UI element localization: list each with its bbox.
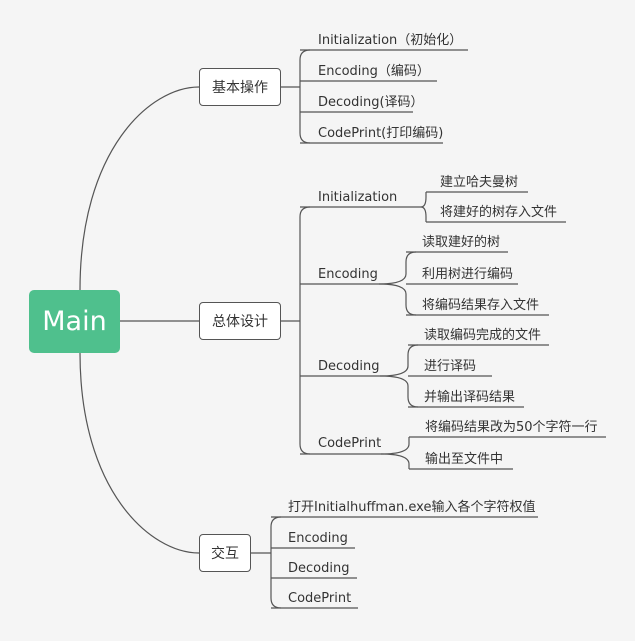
branch-basic-operations[interactable]: 基本操作 — [199, 68, 281, 106]
leaf-interaction-decoding[interactable]: Decoding — [288, 561, 350, 576]
branch-overall-design[interactable]: 总体设计 — [199, 302, 281, 340]
node-design-initialization[interactable]: Initialization — [318, 190, 398, 205]
leaf-encode-with-tree[interactable]: 利用树进行编码 — [422, 267, 514, 282]
leaf-interaction-encoding[interactable]: Encoding — [288, 531, 348, 546]
node-design-codeprint[interactable]: CodePrint — [318, 436, 382, 451]
leaf-basic-initialization[interactable]: Initialization（初始化） — [318, 33, 463, 48]
leaf-basic-encoding[interactable]: Encoding（编码） — [318, 64, 430, 79]
leaf-output-to-file[interactable]: 输出至文件中 — [425, 452, 504, 467]
leaf-output-decoding-result[interactable]: 并输出译码结果 — [424, 390, 516, 405]
leaf-read-encoded-file[interactable]: 读取编码完成的文件 — [424, 328, 542, 343]
connector-root-branch3 — [79, 352, 200, 554]
leaf-basic-codeprint[interactable]: CodePrint(打印编码) — [318, 126, 444, 141]
leaf-read-tree[interactable]: 读取建好的树 — [422, 235, 501, 250]
node-design-decoding[interactable]: Decoding — [318, 359, 380, 374]
leaf-save-tree-to-file[interactable]: 将建好的树存入文件 — [440, 205, 558, 220]
leaf-perform-decoding[interactable]: 进行译码 — [424, 359, 477, 374]
leaf-interaction-codeprint[interactable]: CodePrint — [288, 591, 352, 606]
leaf-save-encoding-result[interactable]: 将编码结果存入文件 — [422, 298, 540, 313]
node-design-encoding[interactable]: Encoding — [318, 267, 378, 282]
leaf-open-initialhuffman[interactable]: 打开Initialhuffman.exe输入各个字符权值 — [288, 500, 536, 515]
root-node[interactable]: Main — [29, 290, 120, 353]
branch-interaction[interactable]: 交互 — [199, 534, 251, 572]
leaf-format-50-chars[interactable]: 将编码结果改为50个字符一行 — [425, 420, 598, 435]
leaf-build-huffman-tree[interactable]: 建立哈夫曼树 — [440, 175, 519, 190]
leaf-basic-decoding[interactable]: Decoding(译码） — [318, 95, 424, 110]
connector-root-branch1 — [79, 86, 200, 291]
